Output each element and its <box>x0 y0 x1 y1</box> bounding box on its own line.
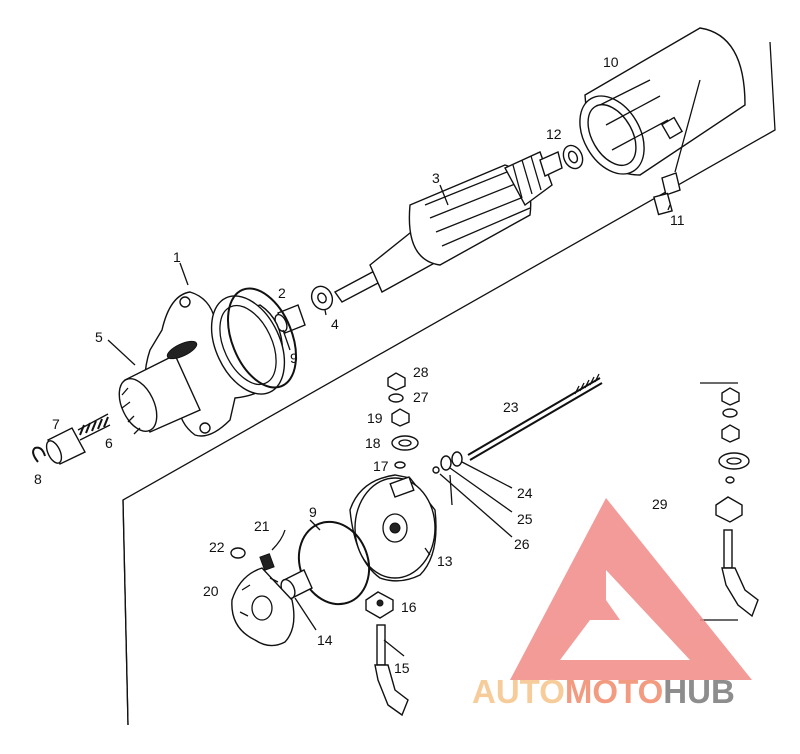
callout-14: 14 <box>317 632 333 648</box>
callout-28: 28 <box>413 364 429 380</box>
watermark-hub: HUB <box>663 673 735 710</box>
callout-11: 11 <box>670 212 685 228</box>
callout-labels: 1 2 3 4 5 6 7 8 9 9 10 11 12 13 14 15 16… <box>34 54 685 676</box>
watermark-triangle <box>510 498 752 680</box>
callout-6: 6 <box>105 435 113 451</box>
terminal-block <box>365 591 394 619</box>
washer-12 <box>562 144 584 170</box>
callout-17: 17 <box>373 458 389 474</box>
callout-22: 22 <box>209 539 225 555</box>
callout-8: 8 <box>34 471 42 487</box>
callout-4: 4 <box>331 316 339 332</box>
callout-10: 10 <box>603 54 619 70</box>
terminal-assembly-29 <box>700 382 759 621</box>
bolt-washers <box>432 451 463 474</box>
brush-holder-plate <box>231 567 295 647</box>
motor-housing <box>579 27 746 176</box>
callout-12: 12 <box>546 126 562 142</box>
watermark-logo: AUTOMOTOHUB <box>472 498 752 710</box>
callout-5: 5 <box>95 329 103 345</box>
callout-19: 19 <box>367 410 383 426</box>
through-bolt <box>467 373 603 461</box>
callout-16: 16 <box>401 599 417 615</box>
callout-18: 18 <box>365 435 381 451</box>
watermark-moto: MOTO <box>565 673 663 710</box>
callout-13: 13 <box>437 553 453 569</box>
upper-section-frame <box>122 41 776 726</box>
circlip <box>32 446 46 463</box>
bushing-14 <box>280 569 313 600</box>
sleeve <box>45 427 86 465</box>
brush-stud <box>653 172 681 216</box>
callout-2: 2 <box>278 285 286 301</box>
callout-7: 7 <box>52 416 60 432</box>
pinion-gear <box>118 340 201 435</box>
leader-lines <box>107 184 671 657</box>
svg-text:AUTOMOTOHUB: AUTOMOTOHUB <box>472 673 735 710</box>
end-frame <box>349 474 437 582</box>
callout-1: 1 <box>173 249 181 265</box>
washer-4 <box>310 285 334 311</box>
callout-9-upper: 9 <box>290 350 298 366</box>
watermark-auto: AUTO <box>472 673 565 710</box>
callout-23: 23 <box>503 399 519 415</box>
brush-spring <box>259 529 286 571</box>
terminal-hardware <box>387 372 419 469</box>
callout-26: 26 <box>514 536 530 552</box>
spring <box>77 413 111 441</box>
callout-3: 3 <box>432 170 440 186</box>
o-ring-upper <box>227 287 297 389</box>
armature <box>333 151 563 303</box>
brush <box>230 547 246 559</box>
callout-27: 27 <box>413 389 429 405</box>
callout-20: 20 <box>203 583 219 599</box>
callout-24: 24 <box>517 485 533 501</box>
callout-21: 21 <box>254 518 270 534</box>
callout-25: 25 <box>517 511 533 527</box>
terminal-stud <box>374 624 409 717</box>
callout-9-lower: 9 <box>309 504 317 520</box>
callout-29: 29 <box>652 496 668 512</box>
callout-15: 15 <box>394 660 410 676</box>
